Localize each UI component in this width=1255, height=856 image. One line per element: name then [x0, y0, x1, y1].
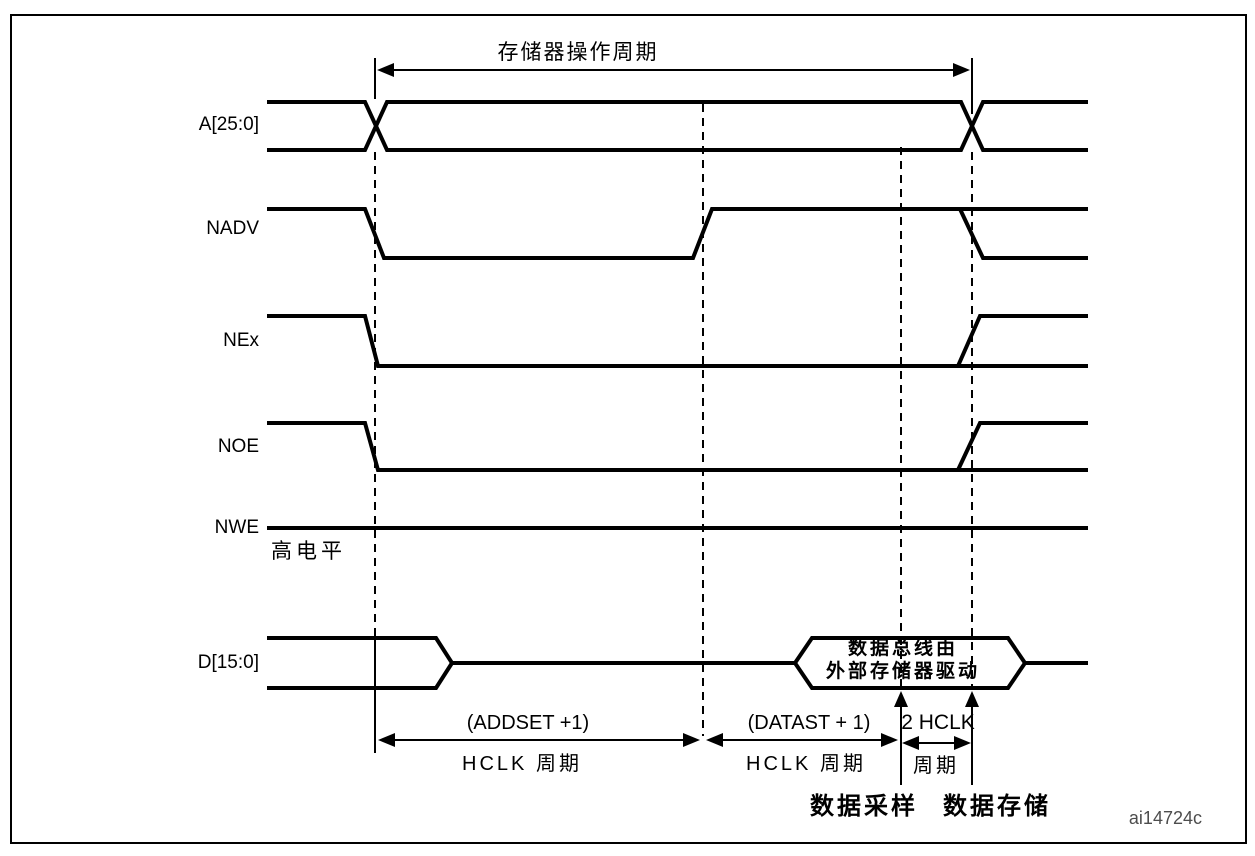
addset-arrow — [378, 733, 700, 747]
figure-title: 存储器操作周期 — [497, 41, 659, 64]
signal-label-noe: NOE — [217, 436, 259, 457]
two-hclk-arrowhead-right — [954, 736, 971, 750]
signal-label-nadv: NADV — [206, 218, 259, 239]
a-bus-bottom — [267, 100, 1088, 152]
data-bus-annotation-line1: 数据总线由 — [847, 638, 959, 659]
d-bus-top — [267, 636, 1088, 665]
noe-next-cycle-rise — [956, 421, 1088, 471]
d-bus-bottom — [267, 661, 1027, 690]
nadv-waveform — [267, 207, 1088, 260]
datast-arrowhead-right — [881, 733, 898, 747]
data-bus-annotation-line2: 外部存储器驱动 — [825, 661, 981, 682]
nadv-main — [267, 207, 1088, 260]
nex-main — [267, 314, 1088, 368]
addset-arrowhead-left — [378, 733, 395, 747]
figure-border — [10, 14, 1247, 844]
d-bus-waveform — [267, 636, 1088, 690]
cycle-span-arrow — [374, 58, 973, 114]
data-bus-annotation: 数据总线由 外部存储器驱动 — [826, 637, 980, 683]
datast-label-line2: HCLK 周期 — [746, 753, 866, 775]
nadv-next-cycle-fall — [958, 208, 1088, 260]
noe-main — [267, 421, 1088, 472]
two-hclk-arrowhead-left — [902, 736, 919, 750]
addset-label-line1: (ADDSET +1) — [466, 712, 590, 734]
two-hclk-label-line1: 2 HCLK — [901, 711, 975, 734]
nex-next-cycle-rise — [956, 314, 1088, 367]
signal-label-nex: NEx — [223, 330, 259, 351]
addset-label-line2: HCLK 周期 — [462, 753, 582, 775]
a-bus-waveform — [267, 100, 1088, 152]
signal-label-d-bus: D[15:0] — [197, 652, 259, 673]
addset-arrowhead-right — [683, 733, 700, 747]
datast-arrow — [706, 733, 898, 747]
datast-label-line1: (DATAST + 1) — [747, 712, 871, 734]
noe-waveform — [267, 421, 1088, 472]
a-bus-top — [267, 100, 1088, 152]
two-hclk-arrow — [902, 736, 971, 750]
dashed-guides — [374, 104, 973, 736]
data-store-arrowhead-up — [965, 691, 979, 707]
datast-arrowhead-left — [706, 733, 723, 747]
signal-label-a-bus: A[25:0] — [198, 114, 259, 135]
data-sample-arrowhead-up — [894, 691, 908, 707]
nex-waveform — [267, 314, 1088, 368]
figure-code: ai14724c — [1128, 808, 1202, 828]
nwe-high-level-note: 高电平 — [271, 540, 346, 563]
data-store-label: 数据存储 — [943, 793, 1051, 820]
data-store-marker — [965, 691, 979, 785]
cycle-span-arrowhead-left — [377, 63, 394, 77]
signal-label-nwe: NWE — [214, 517, 259, 538]
data-sample-label: 数据采样 — [810, 793, 918, 820]
data-sample-marker — [894, 691, 908, 785]
cycle-span-arrowhead-right — [953, 63, 970, 77]
two-hclk-label-line2: 周期 — [913, 755, 959, 777]
